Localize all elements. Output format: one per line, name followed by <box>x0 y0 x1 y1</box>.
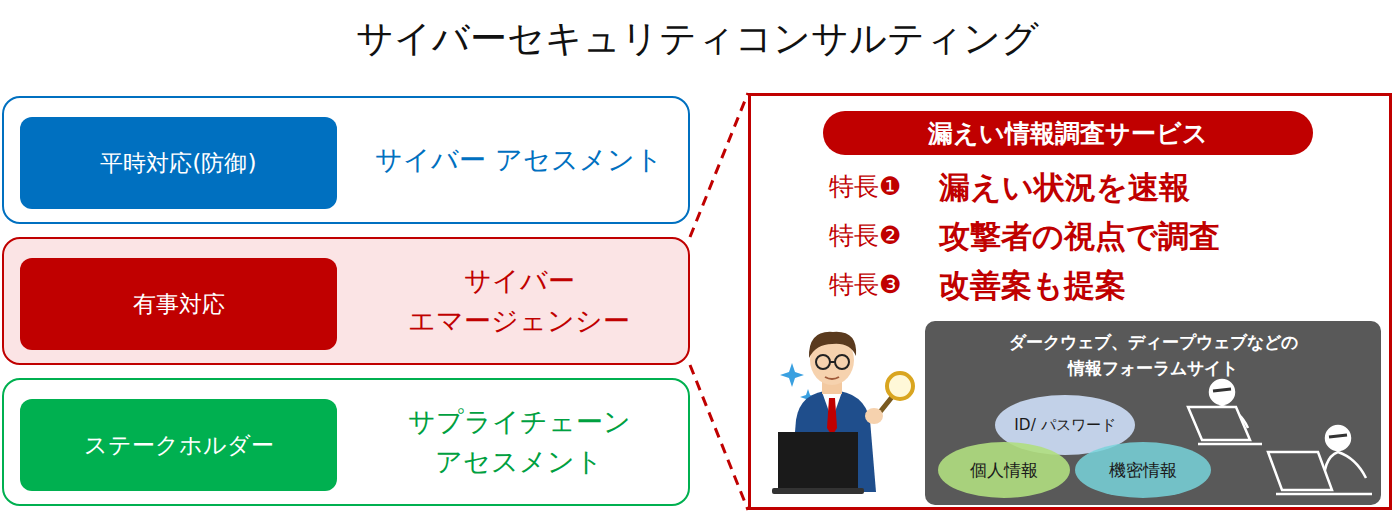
data-label: 機密情報 <box>1075 442 1211 498</box>
forum-site-box: ダークウェブ、ディープウェブなどの 情報フォーラムサイト ID/ パスワード個人情… <box>925 321 1381 505</box>
phase-band: サイバー エマージェンシー有事対応 <box>2 237 690 365</box>
phase-label-box: ステークホルダー <box>20 399 337 491</box>
data-label: 個人情報 <box>938 442 1070 498</box>
phase-band: サプライチェーン アセスメントステークホルダー <box>2 378 690 506</box>
phase-label-box: 有事対応 <box>20 258 337 350</box>
feature-text: 漏えい状況を速報 <box>939 166 1190 208</box>
feature-text: 改善案も提案 <box>939 264 1126 306</box>
phase-label: 平時対応(防御) <box>20 117 337 209</box>
feature-number: 特長❸ <box>829 264 901 306</box>
service-title: 漏えい情報調査サービス <box>823 111 1313 155</box>
phase-label-box: 平時対応(防御) <box>20 117 337 209</box>
diagram-title: サイバーセキュリティコンサルティング <box>0 14 1394 64</box>
assessment-label: サイバー アセスメント <box>349 98 689 222</box>
phase-band: サイバー アセスメント平時対応(防御) <box>2 96 690 224</box>
consultant-illustration <box>772 332 913 494</box>
phase-label: 有事対応 <box>20 258 337 350</box>
data-oval: 個人情報 <box>938 442 1070 498</box>
feature-number: 特長❷ <box>829 215 901 257</box>
data-oval: 機密情報 <box>1075 442 1211 498</box>
service-title-pill: 漏えい情報調査サービス <box>823 111 1313 155</box>
assessment-label: サプライチェーン アセスメント <box>349 380 689 504</box>
service-panel: 特長❶ 漏えい状況を速報特長❷ 攻撃者の視点で調査特長❸ 改善案も提案 漏えい情報調査サ… <box>748 93 1392 510</box>
data-oval: ID/ パスワード <box>995 395 1135 455</box>
zoom-leader-line <box>690 93 748 237</box>
hacker-illustration <box>1268 426 1372 494</box>
forum-site-label: ダークウェブ、ディープウェブなどの 情報フォーラムサイト <box>925 329 1381 381</box>
feature-text: 攻撃者の視点で調査 <box>939 215 1220 257</box>
feature-number: 特長❶ <box>829 166 901 208</box>
zoom-leader-line <box>690 365 748 510</box>
phase-label: ステークホルダー <box>20 399 337 491</box>
data-label: ID/ パスワード <box>995 395 1135 455</box>
hacker-illustration <box>1188 380 1262 444</box>
assessment-label: サイバー エマージェンシー <box>349 239 689 363</box>
